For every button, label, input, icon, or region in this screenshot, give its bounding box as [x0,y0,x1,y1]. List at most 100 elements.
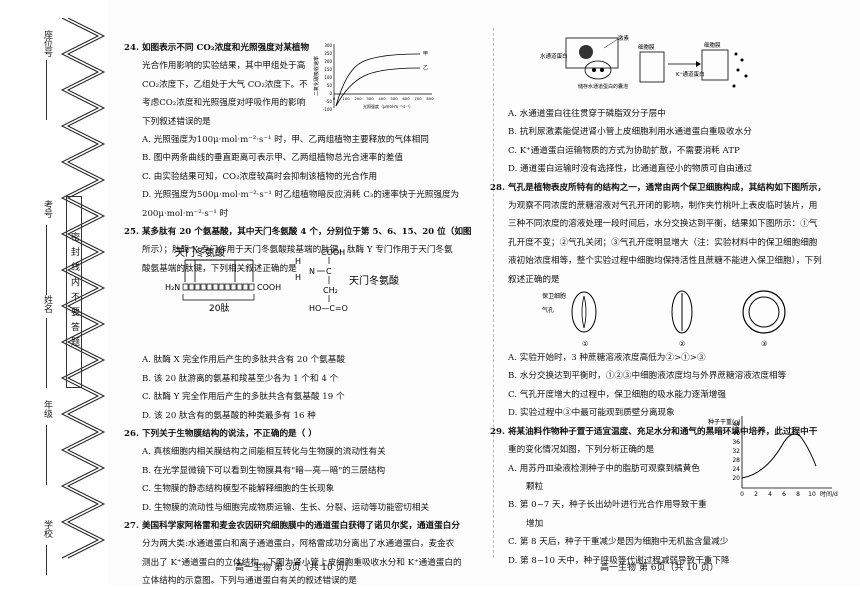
fig24-x-tick: 700 [414,96,422,101]
fig27-hormone-label: 激素 [618,34,630,42]
fig25-struct-cooh: COOH [321,248,345,257]
fig24-y-ticks: 300 250 200 150 100 50 0 -50 -100 [323,43,333,112]
fig28-label-1: ① [582,340,588,348]
fig28-pore [581,295,587,329]
fig27-vesicle-protein [600,68,604,72]
fig28-pore-open [748,296,780,328]
fig27-vesicle-label: 储存水通道蛋白的囊泡 [578,83,628,90]
q26-option-d: D. 生物膜的流动性与细胞完成物质运输、生长、分裂、运动等功能密切相关 [142,502,430,513]
q25-stem-line2: 所示）；肽酶 X 专门作用于天门冬氨酸羧基端的肽键，肽酶 Y 专门作用于天门冬氨 [142,245,453,256]
fig29-x-tick: 6 [782,491,786,498]
exam-number-label: 考号 [42,200,52,218]
q28-option-d: D. 实验过程中③中最可能观到质壁分离现象 [508,408,675,419]
fig24-curve-jia [335,53,421,107]
q25-option-b: B. 该 20 肽游离的氨基和羧基至少各为 1 个和 4 个 [142,373,339,384]
fig27-membrane-1 [639,51,665,83]
fig25-amino-chain [182,283,255,291]
fig29-x-tick: 8 [796,491,800,498]
fig24-series-jia: 甲 [423,51,428,57]
fig29-x-tick: 2 [754,491,758,498]
fig24-y-tick: 250 [324,51,332,56]
q27-option-d: D. 通道蛋白运输时没有选择性，比通道直径小的物质可自由通过 [508,164,753,175]
q25-option-d: D. 该 20 肽含有的氨基酸的种类最多有 16 种 [142,410,316,421]
fig28-guard-cell-label: 保卫细胞 [542,292,566,300]
fig29-x-tick: 4 [768,491,772,498]
fig24-x-tick: 300 [366,96,374,101]
q26-option-c: C. 生物膜的静态结构模型不能解释细胞的生长现象 [142,484,335,495]
fig24-y-tick: 150 [324,67,332,72]
fig29-x-label: 时间/d [820,490,838,498]
fig28-stoma-3 [742,290,786,334]
fig28-guard-outline [742,290,786,334]
fig24-x-tick: 400 [378,96,386,101]
fig25-residue [248,283,255,291]
fig27-ion [744,74,748,78]
left-page-footer: 高一生物 第 5页（共 10 页） [235,563,354,573]
fig27-channel-protein-diagram: 激素 水通道蛋白 储存水通道蛋白的囊泡 细胞膜 细胞膜 K⁺通道蛋白 [540,34,748,90]
fig29-y-tick: 44 [732,421,740,428]
name-label: 姓名 [42,295,52,313]
fig27-k-ions [732,52,748,88]
fig24-y-tick: -100 [323,107,333,112]
fig27-leader [603,38,619,49]
left-column: 24. 如图表示不同 CO₂浓度和光照强度对某植物 光合作用影响的实验结果，其中… [124,39,484,591]
q28-option-a: A. 实验开始时，3 种蔗糖溶液浓度高低为②>①>③ [508,353,706,364]
q26-option-b: B. 在光学显微镜下可以看到生物膜具有"暗—亮—暗"的三层结构 [142,465,386,476]
fig24-x-tick: 500 [390,96,398,101]
school-label: 学校 [42,520,52,538]
q29-option-a: A. 用苏丹Ⅲ染液检测种子中的脂肪可观察到橘黄色 [508,463,700,474]
name-blank[interactable] [46,318,47,388]
fig25-struct-name: 天门冬氨酸 [349,274,399,287]
q24-stem-line5: 下列叙述错误的是 [142,116,211,127]
fig25-cooh: COOH [257,283,281,292]
grade-label: 年级 [42,400,52,418]
fig29-y-tick: 28 [732,457,740,464]
seat-number-blank[interactable] [46,60,47,120]
q24-stem-line3: CO₂浓度下，乙组处于大气 CO₂浓度下。不 [142,79,308,90]
fig25-span-bracket [182,294,255,301]
q27-option-a: A. 水通道蛋白往往贯穿于磷脂双分子层中 [508,109,666,119]
q27-stem-line2: 分为两大类:水通道蛋白和离子通道蛋白，阿格雷成功分离出了水通道蛋白，麦金农 [142,539,455,550]
fig24-y-tick: 100 [324,75,332,80]
q27-stem-line4: 立体结构的示意图。下列与通道蛋白有关的叙述错误的是 [142,576,357,587]
q25-stem-line1: 25. 某多肽有 20 个氨基酸，其中天门冬氨酸 4 个，分别位于第 5、6、1… [124,227,472,238]
q29-stem-line2: 重的变化情况如图，下列分析正确的是 [508,445,655,456]
fig25-struct-h2: H [295,273,301,282]
q28-stem-line5: 液初始浓度相等，整个实验过程中细胞均保持活性且蔗糖不能进入保卫细胞），下列 [508,256,822,267]
fig25-struct-ch2: CH₂ [323,286,338,295]
fig27-ion [732,84,736,88]
q26-stem: 26. 下列关于生物膜结构的说法，不正确的是（ ） [124,428,317,439]
fig25-struct-h: H [295,257,301,266]
q24-option-c: C. 由实验结果可知，CO₂浓度较高时会抑制该植物的光合作用 [142,171,378,182]
q24-option-a: A. 光照强度为100μ·mol·m⁻²·s⁻¹ 时，甲、乙两组植物主要释放的气… [142,135,429,146]
exam-number-blank[interactable] [46,225,47,295]
fig29-y-tick: 24 [732,466,740,473]
fig29-y-tick: 36 [732,439,740,446]
fig24-y-tick: 50 [327,83,333,88]
seal-zigzag-line [60,18,106,559]
fig25-residue [218,283,225,291]
fig25-residue [236,283,243,291]
school-blank[interactable] [46,545,47,575]
fig25-residue [242,283,249,291]
fig28-label-2: ② [679,340,685,348]
q28-option-b: B. 水分交换达到平衡时，①②③中细胞液浓度均与外界蔗糖溶液浓度相等 [508,371,787,382]
fig29-y-label: 种子干重(g) [708,418,741,426]
q25-option-a: A. 肽酶 X 完全作用后产生的多肽共含有 20 个氨基酸 [142,355,345,366]
fig25-struct-c: C [326,267,332,276]
q29-stem-line1: 29. 将某油料作物种子置于适宜温度、充足水分和通气的黑暗环境中培养，此过程中干 [490,426,818,437]
fig24-series-yi: 乙 [423,64,428,71]
q24-option-b: B. 图中两条曲线的垂直距离可表示甲、乙两组植物总光合速率的差值 [142,153,403,164]
q24-option-d-cont: 200μ·mol·m⁻²·s⁻¹ 时 [142,208,229,219]
fig24-y-tick: 0 [329,91,332,96]
q27-stem-line1: 27. 美国科学家阿格雷和麦金农因研究细胞膜中的通道蛋白获得了诺贝尔奖，通道蛋白… [124,520,460,531]
fig29-curve [741,433,817,479]
binding-strip: 座位号 考号 密封线内不要答题 姓名 年级 学校 [0,0,108,586]
grade-blank[interactable] [46,425,47,485]
fig29-x-ticks: 0 2 4 6 8 10 [740,491,816,498]
q25-option-c: C. 肽酶 Y 完全作用后产生的多肽共含有氨基酸 19 个 [142,392,345,403]
q29-option-b-cont: 增加 [526,518,544,529]
q28-stem-line4: 孔开度不变；②气孔关闭；③气孔开度明显增大（注：实验材料中的保卫细胞细胞 [508,237,818,248]
fig24-curve-yi [335,67,421,107]
q24-stem-line1: 24. 如图表示不同 CO₂浓度和光照强度对某植物 [124,43,310,53]
